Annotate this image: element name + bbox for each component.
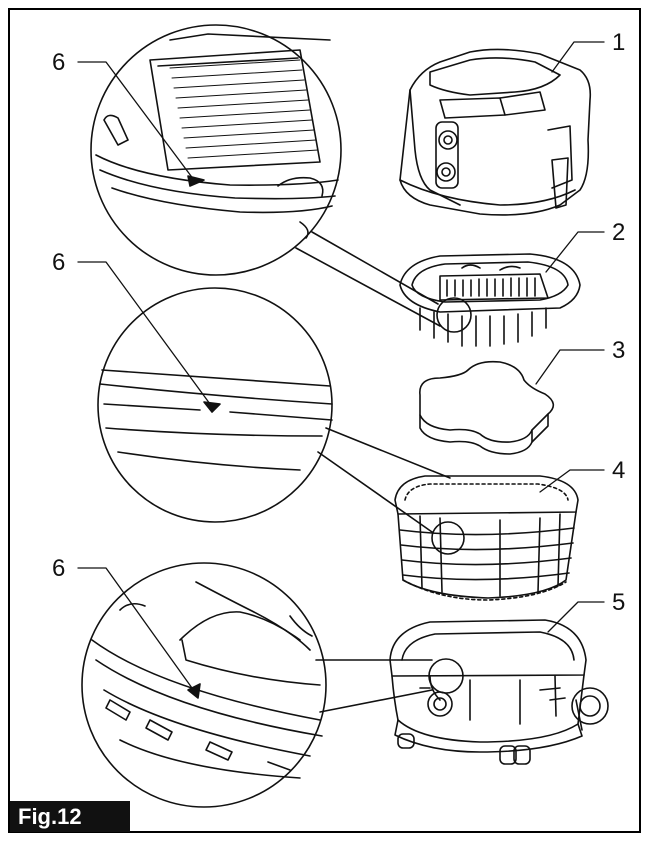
filter-holder (399, 253, 581, 347)
callout-6-filter-basket: 6 (52, 249, 65, 276)
detail-connector-c (315, 659, 433, 713)
callout-2: 2 (612, 219, 625, 246)
detail-circle-filter-basket (97, 287, 333, 523)
detail-connector-b (317, 427, 451, 533)
callout-6-tank: 6 (52, 555, 65, 582)
cloth-filter-basket (394, 475, 579, 601)
tank-with-casters (389, 619, 609, 765)
detail-connector-a (295, 231, 441, 327)
callout-6-filter-holder: 6 (52, 49, 65, 76)
sponge-filter (419, 360, 555, 455)
figure-label: Fig.12 (10, 801, 130, 832)
callout-leaders (77, 41, 605, 689)
callout-5: 5 (612, 589, 625, 616)
motor-head-unit (399, 48, 592, 216)
callout-numbers: 1 2 3 4 5 6 6 6 (52, 29, 625, 616)
callout-1: 1 (612, 29, 625, 56)
figure-frame (8, 8, 641, 833)
detail-circle-filter-holder (90, 24, 342, 276)
detail-circle-tank (81, 562, 327, 808)
callout-3: 3 (612, 337, 625, 364)
callout-4: 4 (612, 457, 625, 484)
